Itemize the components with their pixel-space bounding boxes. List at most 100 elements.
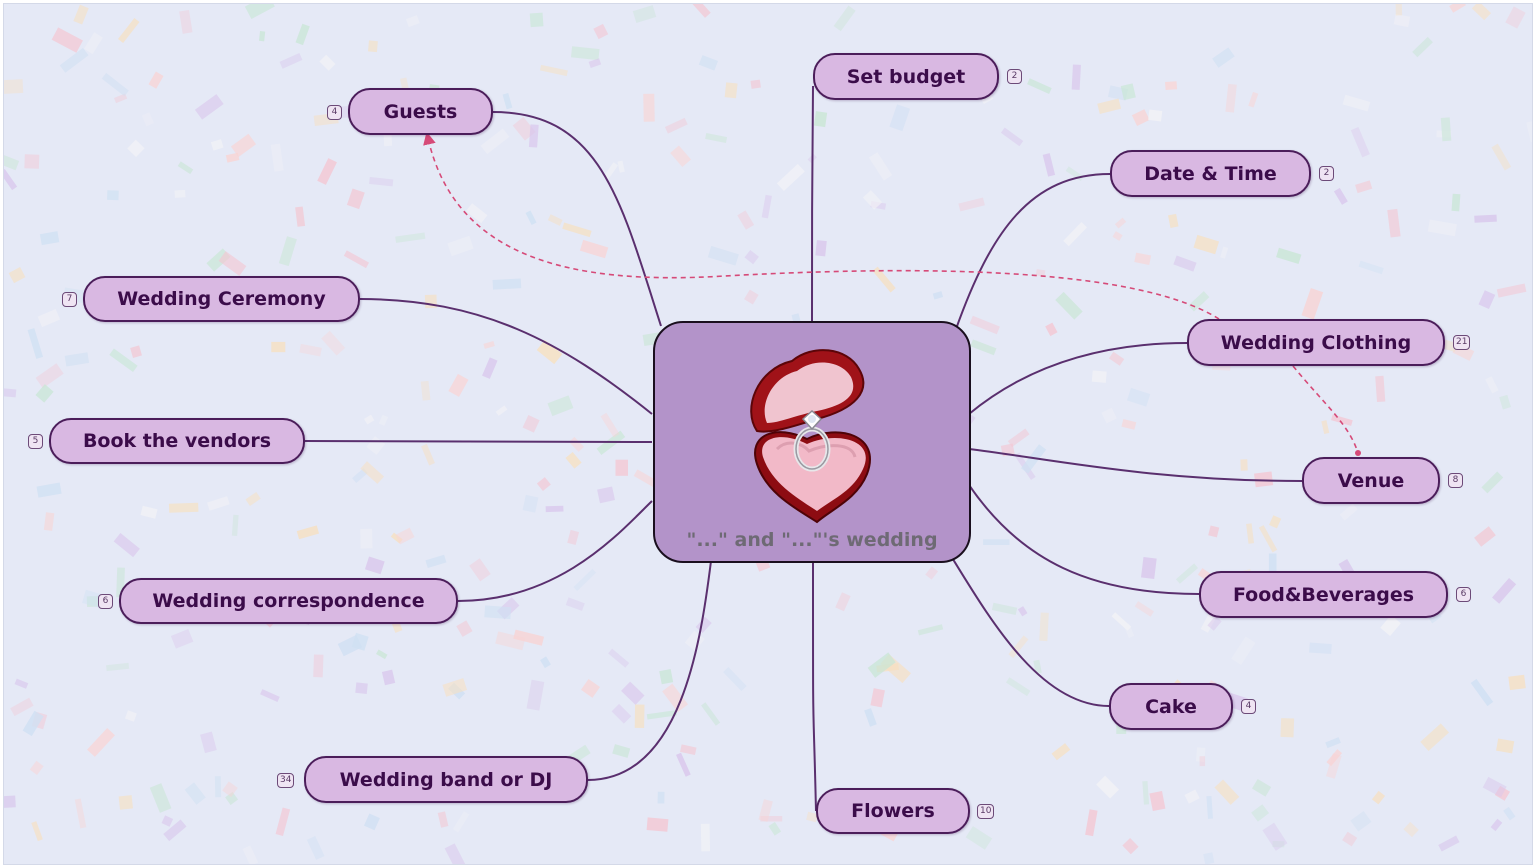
confetti-piece [724,82,738,99]
confetti-piece [1149,791,1166,812]
confetti-piece [1199,756,1206,767]
confetti-piece [1027,78,1052,94]
confetti-piece [141,112,155,127]
relationship-line-clothing-guests[interactable] [423,131,1220,320]
topic-date-time[interactable]: Date & Time [1110,150,1311,197]
confetti-piece [117,18,140,44]
topic-label: Date & Time [1144,162,1277,185]
confetti-piece [889,104,911,132]
branch-connectors [304,85,1361,812]
confetti-piece [124,710,137,722]
confetti-piece [670,145,692,167]
confetti-piece [603,162,619,180]
topic-set-budget[interactable]: Set budget [813,53,999,100]
central-topic[interactable]: "..." and "..."'s wedding [653,321,971,563]
confetti-piece [862,190,883,210]
confetti-piece [270,143,284,172]
branch-line-wedding-ceremony [359,298,653,415]
confetti-piece [621,681,645,705]
confetti-piece [225,791,239,805]
topic-flowers[interactable]: Flowers [816,788,970,834]
branch-line-cake [950,555,1110,707]
confetti-piece [214,776,222,798]
confetti-piece [1342,831,1358,847]
subtopic-count-badge[interactable]: 2 [1319,166,1334,181]
confetti-piece [632,5,657,23]
subtopic-count-badge[interactable]: 6 [98,594,113,609]
topic-label: Wedding Clothing [1220,331,1412,354]
confetti-piece [1490,818,1503,832]
branch-line-wedding-correspondence [457,500,653,602]
confetti-piece [579,239,609,259]
subtopic-count-badge[interactable]: 2 [1007,69,1022,84]
confetti-piece [1482,776,1507,798]
confetti-piece [1494,785,1511,801]
topic-cake[interactable]: Cake [1109,683,1233,730]
confetti-piece [1175,563,1199,584]
confetti-piece [569,436,584,452]
confetti-piece [634,704,645,728]
confetti-piece [675,752,691,777]
confetti-piece [567,529,580,546]
branch-line-guests [492,111,662,327]
confetti-piece [170,628,194,649]
confetti-piece [1017,606,1028,617]
confetti-piece [1268,553,1277,574]
confetti-piece [692,4,711,18]
topic-wedding-ceremony[interactable]: Wedding Ceremony [83,276,360,322]
subtopic-count-badge[interactable]: 34 [277,773,295,788]
subtopic-count-badge[interactable]: 6 [1456,587,1471,602]
topic-wedding-clothing[interactable]: Wedding Clothing [1187,319,1445,366]
subtopic-count-badge[interactable]: 7 [62,292,77,307]
confetti-piece [536,477,551,491]
confetti-piece [337,634,363,657]
topic-wedding-band-dj[interactable]: Wedding band or DJ [304,756,588,803]
confetti-piece [1496,283,1527,298]
confetti-piece [1254,471,1274,488]
confetti-piece [1248,91,1259,108]
subtopic-count-badge[interactable]: 5 [28,434,43,449]
topic-book-vendors[interactable]: Book the vendors [49,418,305,464]
confetti-piece [536,339,563,365]
confetti-piece [1096,775,1120,799]
subtopic-count-badge[interactable]: 4 [327,105,342,120]
subtopic-count-badge[interactable]: 10 [977,804,995,819]
subtopic-count-badge[interactable]: 4 [1241,699,1256,714]
confetti-piece [593,23,609,40]
topic-venue[interactable]: Venue [1302,457,1440,504]
relationship-line-clothing-venue[interactable] [1292,365,1359,454]
topic-guests[interactable]: Guests [348,88,493,135]
subtopic-count-badge[interactable]: 8 [1448,473,1463,488]
confetti-piece [395,232,426,243]
confetti-piece [646,710,677,720]
confetti-piece [680,744,697,755]
confetti-piece [130,345,142,358]
confetti-piece [383,131,393,147]
branch-line-venue [968,448,1303,482]
confetti-piece [275,807,291,837]
confetti-piece [1272,840,1285,848]
topic-wedding-correspondence[interactable]: Wedding correspondence [119,578,458,624]
confetti-piece [600,412,620,438]
confetti-piece [1451,193,1461,212]
confetti-piece [31,821,43,842]
confetti-piece [405,15,420,28]
ring-box-icon [750,349,871,524]
confetti-piece [1207,616,1222,631]
confetti-piece [118,795,133,810]
confetti-piece [1033,659,1042,674]
confetti-piece [299,343,322,357]
confetti-piece [1111,612,1132,631]
topic-label: Food&Beverages [1232,583,1415,606]
confetti-piece [14,678,29,689]
topic-food-beverages[interactable]: Food&Beverages [1199,571,1448,618]
confetti-piece [525,210,537,225]
confetti-background [4,4,1532,864]
confetti-piece [1412,36,1433,58]
subtopic-count-badge[interactable]: 21 [1453,335,1471,350]
confetti-piece [74,798,87,829]
confetti-piece [1091,370,1107,383]
confetti-piece [4,795,16,809]
confetti-piece [1258,525,1278,553]
confetti-piece [109,348,138,373]
